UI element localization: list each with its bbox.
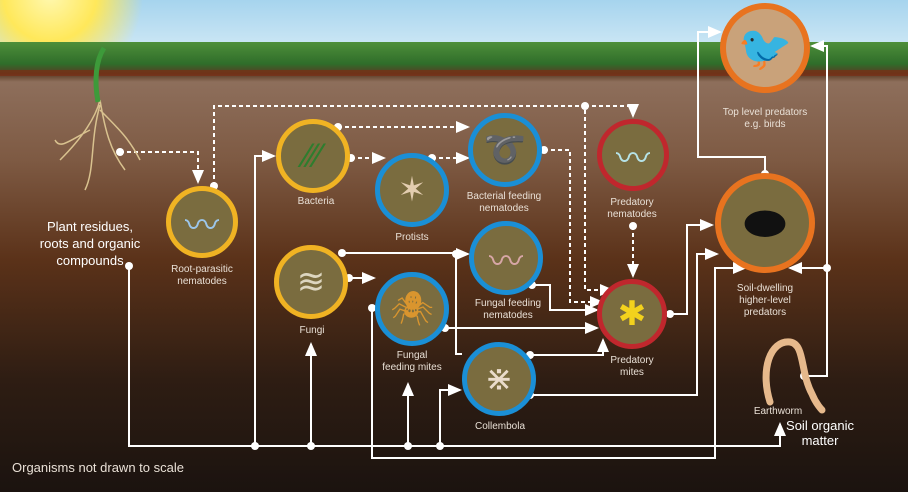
bacteria-icon: ⁄⁄⁄ bbox=[304, 136, 322, 175]
bird-icon: 🐦 bbox=[737, 24, 793, 73]
label-soil-predators: Soil-dwelling higher-level predators bbox=[736, 283, 794, 318]
link-plant-rootparasitic bbox=[120, 151, 204, 184]
node-soil-dwelling-predators: ⬬ bbox=[715, 173, 815, 273]
scale-note: Organisms not drawn to scale bbox=[12, 460, 184, 475]
node-bacteria: ⁄⁄⁄ bbox=[276, 119, 350, 193]
node-fungal-feeding-nematodes: 〰 bbox=[469, 221, 543, 295]
link-collembola-soilpred bbox=[530, 248, 719, 396]
link-predmites-top bbox=[585, 104, 639, 118]
fungi-hyphae-icon: ≋ bbox=[296, 263, 326, 301]
label-protists: Protists bbox=[395, 232, 429, 243]
label-predatory-nematodes: Predatory nematodes bbox=[607, 197, 657, 220]
node-fungi: ≋ bbox=[274, 245, 348, 319]
plant-shoot bbox=[93, 46, 107, 103]
link-soilpred-birds bbox=[697, 26, 766, 174]
label-predatory-mites: Predatory mites bbox=[610, 355, 654, 378]
label-root-parasitic: Root-parasitic nematodes bbox=[171, 264, 233, 287]
mite-icon: 🕷 bbox=[390, 290, 434, 328]
label-collembola: Collembola bbox=[474, 421, 526, 432]
link-bactnem-predmites bbox=[544, 149, 604, 308]
link-fungi-fungalnem bbox=[342, 252, 462, 355]
node-root-parasitic-nematodes: 〰 bbox=[166, 186, 238, 258]
beetle-icon: ⬬ bbox=[743, 194, 787, 251]
nematode-icon: ➰ bbox=[483, 131, 527, 169]
mite-icon: ✱ bbox=[617, 295, 647, 333]
label-bacteria: Bacteria bbox=[297, 196, 335, 207]
label-plant-residues: Plant residues, roots and organic compou… bbox=[39, 219, 141, 268]
nematode-icon: 〰 bbox=[185, 206, 219, 245]
node-bacterial-feeding-nematodes: ➰ bbox=[468, 113, 542, 187]
link-bottom-collembola bbox=[439, 384, 462, 446]
label-earthworm: Earthworm bbox=[753, 406, 803, 417]
protist-icon: ✶ bbox=[397, 171, 427, 209]
link-plant-bottom bbox=[128, 266, 786, 447]
link-fungalmites-bottom2 bbox=[371, 262, 747, 459]
node-top-level-predators: 🐦 bbox=[720, 3, 810, 93]
roots-illustration bbox=[54, 99, 141, 191]
node-predatory-nematodes: 〰 bbox=[597, 119, 669, 191]
node-collembola: ⋇ bbox=[462, 342, 536, 416]
node-fungal-feeding-mites: 🕷 bbox=[375, 272, 449, 346]
collembola-icon: ⋇ bbox=[484, 360, 514, 398]
node-protists: ✶ bbox=[375, 153, 449, 227]
link-fungalnem-predmites bbox=[532, 284, 599, 316]
link-bottom-bacteria bbox=[254, 150, 276, 446]
label-soil-organic-matter: Soil organic matter bbox=[786, 418, 854, 448]
link-earthworm-up bbox=[804, 40, 828, 377]
label-fungal-nematodes: Fungal feeding nematodes bbox=[474, 298, 542, 321]
label-top-predators: Top level predators e.g. birds bbox=[722, 107, 808, 130]
label-fungal-mites: Fungal feeding mites bbox=[382, 350, 442, 373]
nematode-icon: 〰 bbox=[616, 139, 650, 178]
node-predatory-mites: ✱ bbox=[597, 279, 667, 349]
label-bacterial-nematodes: Bacterial feeding nematodes bbox=[466, 191, 542, 214]
link-predmites-soilpred bbox=[670, 219, 714, 315]
label-fungi: Fungi bbox=[299, 325, 325, 336]
nematode-icon: 〰 bbox=[489, 242, 523, 281]
soil-surface bbox=[0, 70, 908, 76]
earthworm-illustration bbox=[762, 338, 826, 414]
link-collembola-predmites bbox=[530, 338, 609, 356]
